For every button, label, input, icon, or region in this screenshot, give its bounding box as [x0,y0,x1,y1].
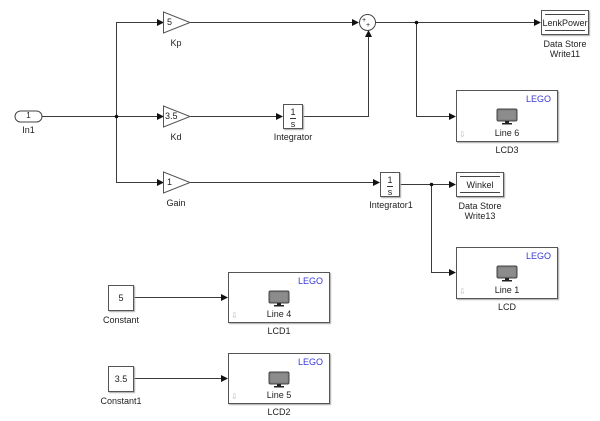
gain-gain-value: 1 [167,177,173,187]
ds-bottom-line [460,192,500,193]
data-store-write11-block[interactable]: LenkPower [541,10,589,35]
constant-value: 5 [118,293,124,303]
ds-write11-label-2: Write11 [549,49,581,59]
gain-kp-value: 5 [167,17,173,27]
data-store-write13-block[interactable]: Winkel [456,172,504,197]
lego-brand-text: LEGO [297,276,323,286]
sum-block[interactable] [359,14,376,31]
down-arrow-icon: ⇩ [231,311,238,320]
gain-kd-label: Kd [170,132,182,142]
lcd1-block[interactable]: LEGO Line 4 ⇩ [228,272,330,323]
inport-number: 1 [26,111,31,120]
lcd-block[interactable]: LEGO Line 1 ⇩ [456,247,558,299]
down-arrow-icon: ⇩ [459,130,466,139]
lego-brand-text: LEGO [525,94,551,104]
ds-variable-name: LenkPower [542,17,588,28]
fraction-bar [290,118,296,119]
ds-write11-label-1: Data Store [543,39,587,49]
down-arrow-icon: ⇩ [459,287,466,296]
gain-kd-value: 3.5 [165,111,178,121]
inport-in1[interactable] [14,110,43,123]
monitor-icon [496,265,518,282]
gain-kd[interactable] [163,105,192,128]
ds-top-line [545,14,585,15]
signal-line-sum-lcd3[interactable] [416,22,456,120]
monitor-icon [496,108,518,125]
monitor-icon [268,371,290,388]
lcd2-block[interactable]: LEGO Line 5 ⇩ [228,353,330,404]
sum-sign-plus: + [362,17,366,24]
lego-brand-text: LEGO [297,357,323,367]
branch-point [414,20,419,25]
ds-write13-label-2: Write13 [464,211,496,221]
ds-bottom-line [545,30,585,31]
fraction-bar [387,186,393,187]
integrator-block[interactable]: 1 s [283,104,303,129]
gain-kp[interactable] [163,11,192,34]
lcd-line-text: Line 4 [266,309,292,319]
lcd3-block[interactable]: LEGO Line 6 ⇩ [456,90,558,142]
sum-sign-plus: + [366,22,370,29]
monitor-icon [268,290,290,307]
integrator-denominator: s [290,119,296,129]
constant-label: Constant [102,315,140,325]
constant1-label: Constant1 [100,396,142,406]
integrator1-denominator: s [387,187,393,197]
inport-label: In1 [22,125,35,135]
integrator-numerator: 1 [290,107,296,117]
gain-gain-label: Gain [166,198,186,208]
lcd-label: LCD [497,302,517,312]
ds-variable-name: Winkel [466,179,494,190]
down-arrow-icon: ⇩ [231,392,238,401]
ds-write13-label-1: Data Store [458,201,502,211]
lcd2-label: LCD2 [267,407,291,417]
lcd1-label: LCD1 [267,326,291,336]
lcd-line-text: Line 5 [266,390,292,400]
integrator1-label: Integrator1 [369,200,413,210]
lcd-line-text: Line 6 [494,128,520,138]
branch-point [429,182,434,187]
integrator1-block[interactable]: 1 s [380,172,400,197]
lcd-line-text: Line 1 [494,285,520,295]
integrator1-numerator: 1 [387,175,393,185]
integrator-label: Integrator [273,132,313,142]
branch-point [114,114,119,119]
lcd3-label: LCD3 [495,145,519,155]
constant1-value: 3.5 [114,374,128,384]
signal-line-integrator-sum[interactable] [303,30,372,117]
constant-block[interactable]: 5 [108,285,134,311]
gain-gain[interactable] [163,171,192,194]
ds-top-line [460,176,500,177]
signal-line-integrator1-lcd[interactable] [431,184,456,276]
constant1-block[interactable]: 3.5 [108,366,134,392]
gain-kp-label: Kp [170,38,182,48]
lego-brand-text: LEGO [525,251,551,261]
